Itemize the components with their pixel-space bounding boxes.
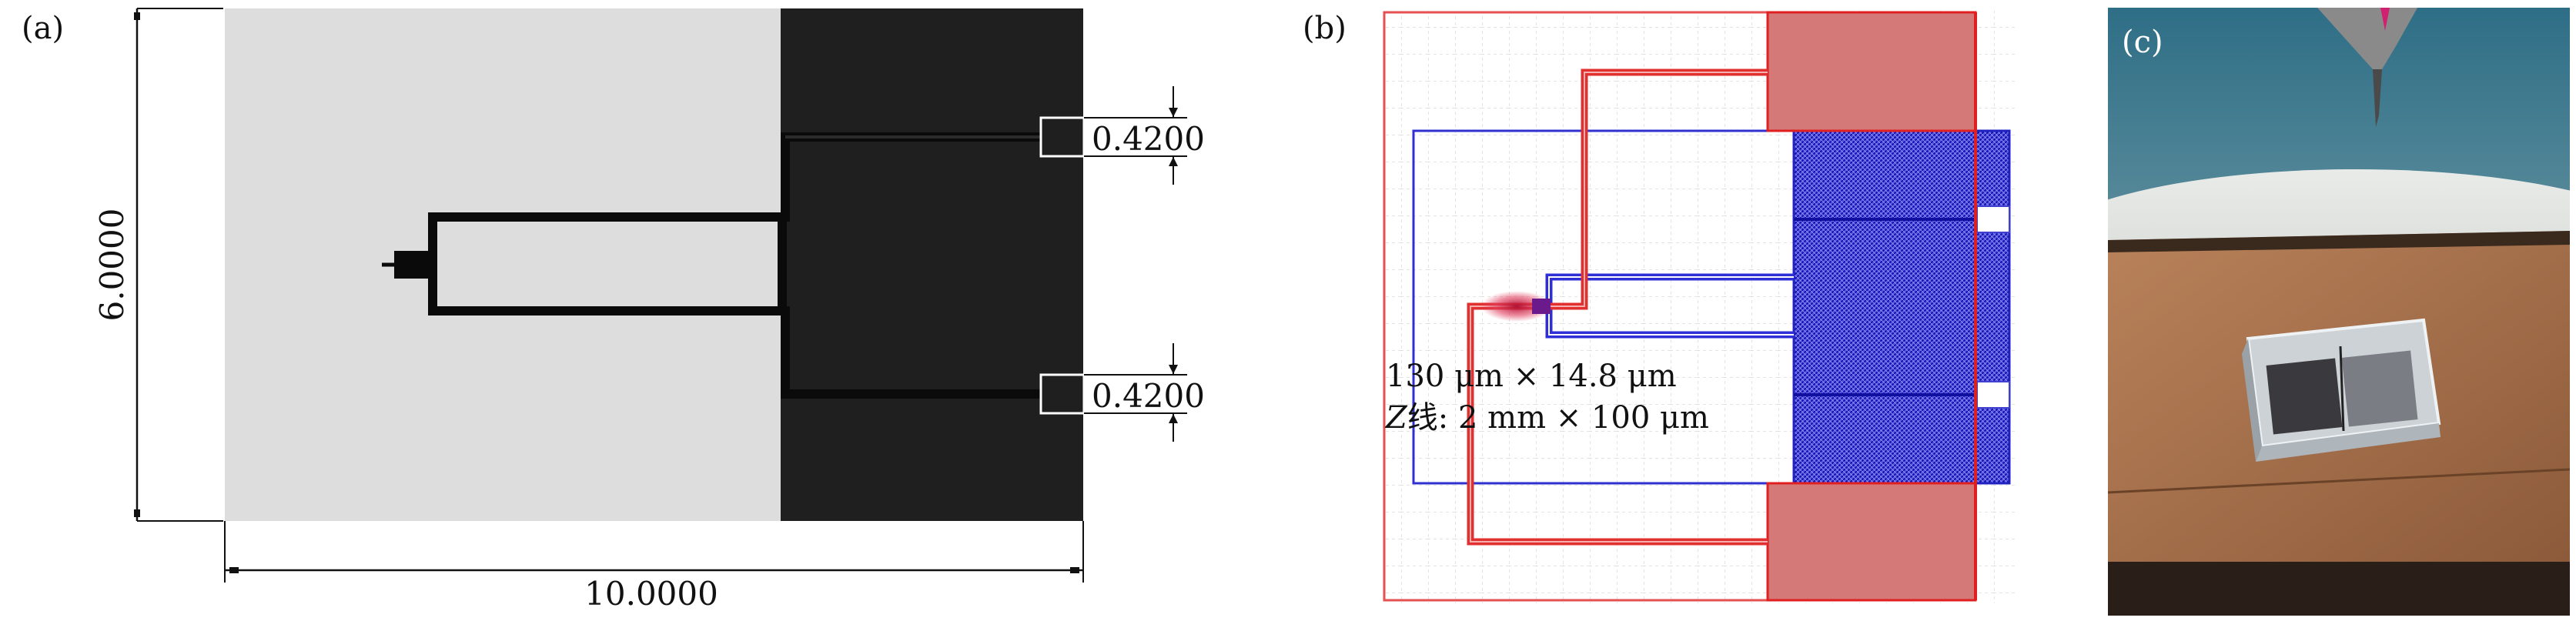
z-line-rest: 线: 2 mm × 100 μm xyxy=(1407,400,1709,436)
dark-pad xyxy=(781,8,1083,521)
trace-lower xyxy=(781,306,1041,399)
light-pad xyxy=(225,8,781,521)
chip-trace xyxy=(2339,346,2345,432)
chip-pad-grey xyxy=(2341,350,2418,427)
height-dim-text: 6.0000 xyxy=(93,209,131,322)
width-dim-text: 10.0000 xyxy=(584,575,718,613)
junction-size-text: 130 μm × 14.8 μm xyxy=(1386,359,1677,394)
photo-table-base xyxy=(2108,562,2570,616)
panel-c-photo: (c) xyxy=(2108,8,2570,616)
gap-bottom-text: 0.4200 xyxy=(1092,377,1205,415)
panel-a-label: (a) xyxy=(22,11,64,46)
gap-dimension-bottom: 0.4200 xyxy=(1084,343,1205,442)
z-line-size-text: Z线: 2 mm × 100 μm xyxy=(1384,400,1709,436)
gap-dimension-top: 0.4200 xyxy=(1084,86,1205,185)
panel-a: (a) 6.0000 10.000 xyxy=(22,8,1205,613)
resonator-loop xyxy=(428,212,787,316)
probe-holder-accent xyxy=(2380,8,2390,31)
blue-pad-notch-bottom xyxy=(1976,381,2010,409)
chip-pad-dark xyxy=(2266,358,2343,435)
table-scratch xyxy=(2108,468,2570,494)
red-pad-bottom xyxy=(1766,482,1977,602)
height-dimension: 6.0000 xyxy=(93,8,223,522)
panel-b-label: (b) xyxy=(1303,11,1347,46)
blue-pad-notch-top xyxy=(1976,205,2010,233)
chip-front xyxy=(2256,423,2441,462)
z-line-prefix: Z xyxy=(1384,400,1408,436)
gap-top-text: 0.4200 xyxy=(1092,120,1205,158)
notch-upper xyxy=(1039,116,1086,158)
red-z-line-upper-inner xyxy=(1531,72,1768,307)
junction-block xyxy=(394,251,428,279)
width-dimension: 10.0000 xyxy=(224,521,1084,613)
probe-holder xyxy=(2317,8,2417,69)
panel-c-label: (c) xyxy=(2122,25,2163,60)
table-edge xyxy=(2108,231,2570,252)
chip-side xyxy=(2242,339,2262,462)
junction-marker xyxy=(1532,299,1551,314)
panel-b: (b) 130 μm × 14.8 μm Z线: 2 mm × 100 μm xyxy=(1303,11,2017,603)
red-pad-top xyxy=(1766,11,1977,132)
notch-lower xyxy=(1039,373,1086,415)
probe-needle xyxy=(2373,69,2382,127)
